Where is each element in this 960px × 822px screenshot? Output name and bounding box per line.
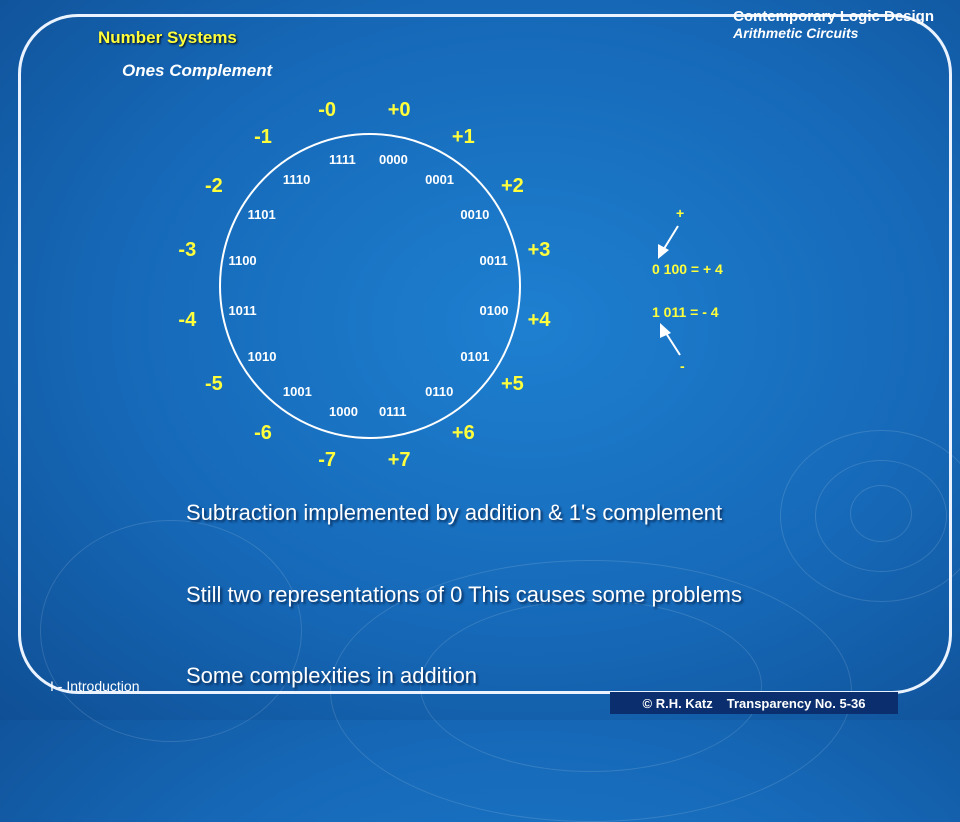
wheel-decimal-label: +4 <box>527 308 551 331</box>
wheel-decimal-label: -2 <box>204 175 223 198</box>
wheel-binary-label: 0000 <box>378 152 408 168</box>
footer-copyright: © R.H. Katz <box>642 695 713 711</box>
minus-arrow-head <box>660 323 671 338</box>
wheel-binary-label: 0111 <box>378 403 407 419</box>
wheel-decimal-label: -0 <box>318 99 337 122</box>
wheel-binary-label: 0011 <box>479 253 508 269</box>
minus-sign: - <box>680 358 685 374</box>
wheel-binary-label: 0010 <box>460 206 490 222</box>
wheel-decimal-label: -3 <box>178 239 197 262</box>
footer-transparency: Transparency No. 5-36 <box>726 695 866 711</box>
wheel-binary-label: 1001 <box>282 384 312 400</box>
wheel-decimal-label: +0 <box>387 99 411 122</box>
wheel-binary-label: 1000 <box>329 403 358 419</box>
wheel-binary-label: 0110 <box>425 384 454 400</box>
wheel-decimal-label: +2 <box>501 175 524 198</box>
wheel-binary-label: 1011 <box>228 302 257 318</box>
wheel-decimal-label: +3 <box>527 239 551 262</box>
example-negative: 1 011 = - 4 <box>652 304 719 320</box>
slide-header: Contemporary Logic Design Arithmetic Cir… <box>733 8 934 41</box>
wheel-decimal-label: -5 <box>204 372 223 395</box>
wheel-binary-label: 0001 <box>425 171 455 187</box>
topic-title: Arithmetic Circuits <box>733 25 859 41</box>
section-title: Number Systems <box>98 28 237 47</box>
plus-arrow-head <box>658 244 669 259</box>
wheel-binary-label: 0100 <box>479 302 509 318</box>
wheel-binary-label: 1101 <box>247 206 276 222</box>
wheel-decimal-label: +6 <box>451 422 475 444</box>
course-title: Contemporary Logic Design <box>733 8 934 25</box>
wheel-decimal-label: -1 <box>254 125 272 148</box>
slide-frame <box>18 14 952 694</box>
bullet-subtraction: Subtraction implemented by addition & 1'… <box>186 500 723 525</box>
wheel-binary-label: 0101 <box>460 349 490 365</box>
wheel-binary-label: 1010 <box>247 349 277 365</box>
plus-sign: + <box>676 205 685 221</box>
wheel-binary-label: 1111 <box>329 152 356 168</box>
wheel-binary-label: 1110 <box>282 171 311 187</box>
wheel-binary-label: 1100 <box>228 253 257 269</box>
wheel-decimal-label: +1 <box>451 125 475 148</box>
bullet-two-zeros: Still two representations of 0 This caus… <box>186 582 742 607</box>
wheel-circle <box>0 0 960 720</box>
example-positive: 0 100 = + 4 <box>652 261 723 277</box>
wheel-decimal-label: -7 <box>318 448 337 471</box>
wheel-decimal-label: -6 <box>254 422 272 444</box>
wheel-decimal-label: -4 <box>178 308 197 331</box>
wheel-ring <box>219 133 521 439</box>
bullet-addition: Some complexities in addition <box>186 663 478 688</box>
footer-chapter: I - Introduction <box>50 678 140 694</box>
wheel-decimal-label: +5 <box>501 372 524 395</box>
section-subtitle: Ones Complement <box>122 61 273 80</box>
footer-bar: © R.H. Katz Transparency No. 5-36 <box>610 692 898 714</box>
wheel-decimal-label: +7 <box>387 448 411 471</box>
